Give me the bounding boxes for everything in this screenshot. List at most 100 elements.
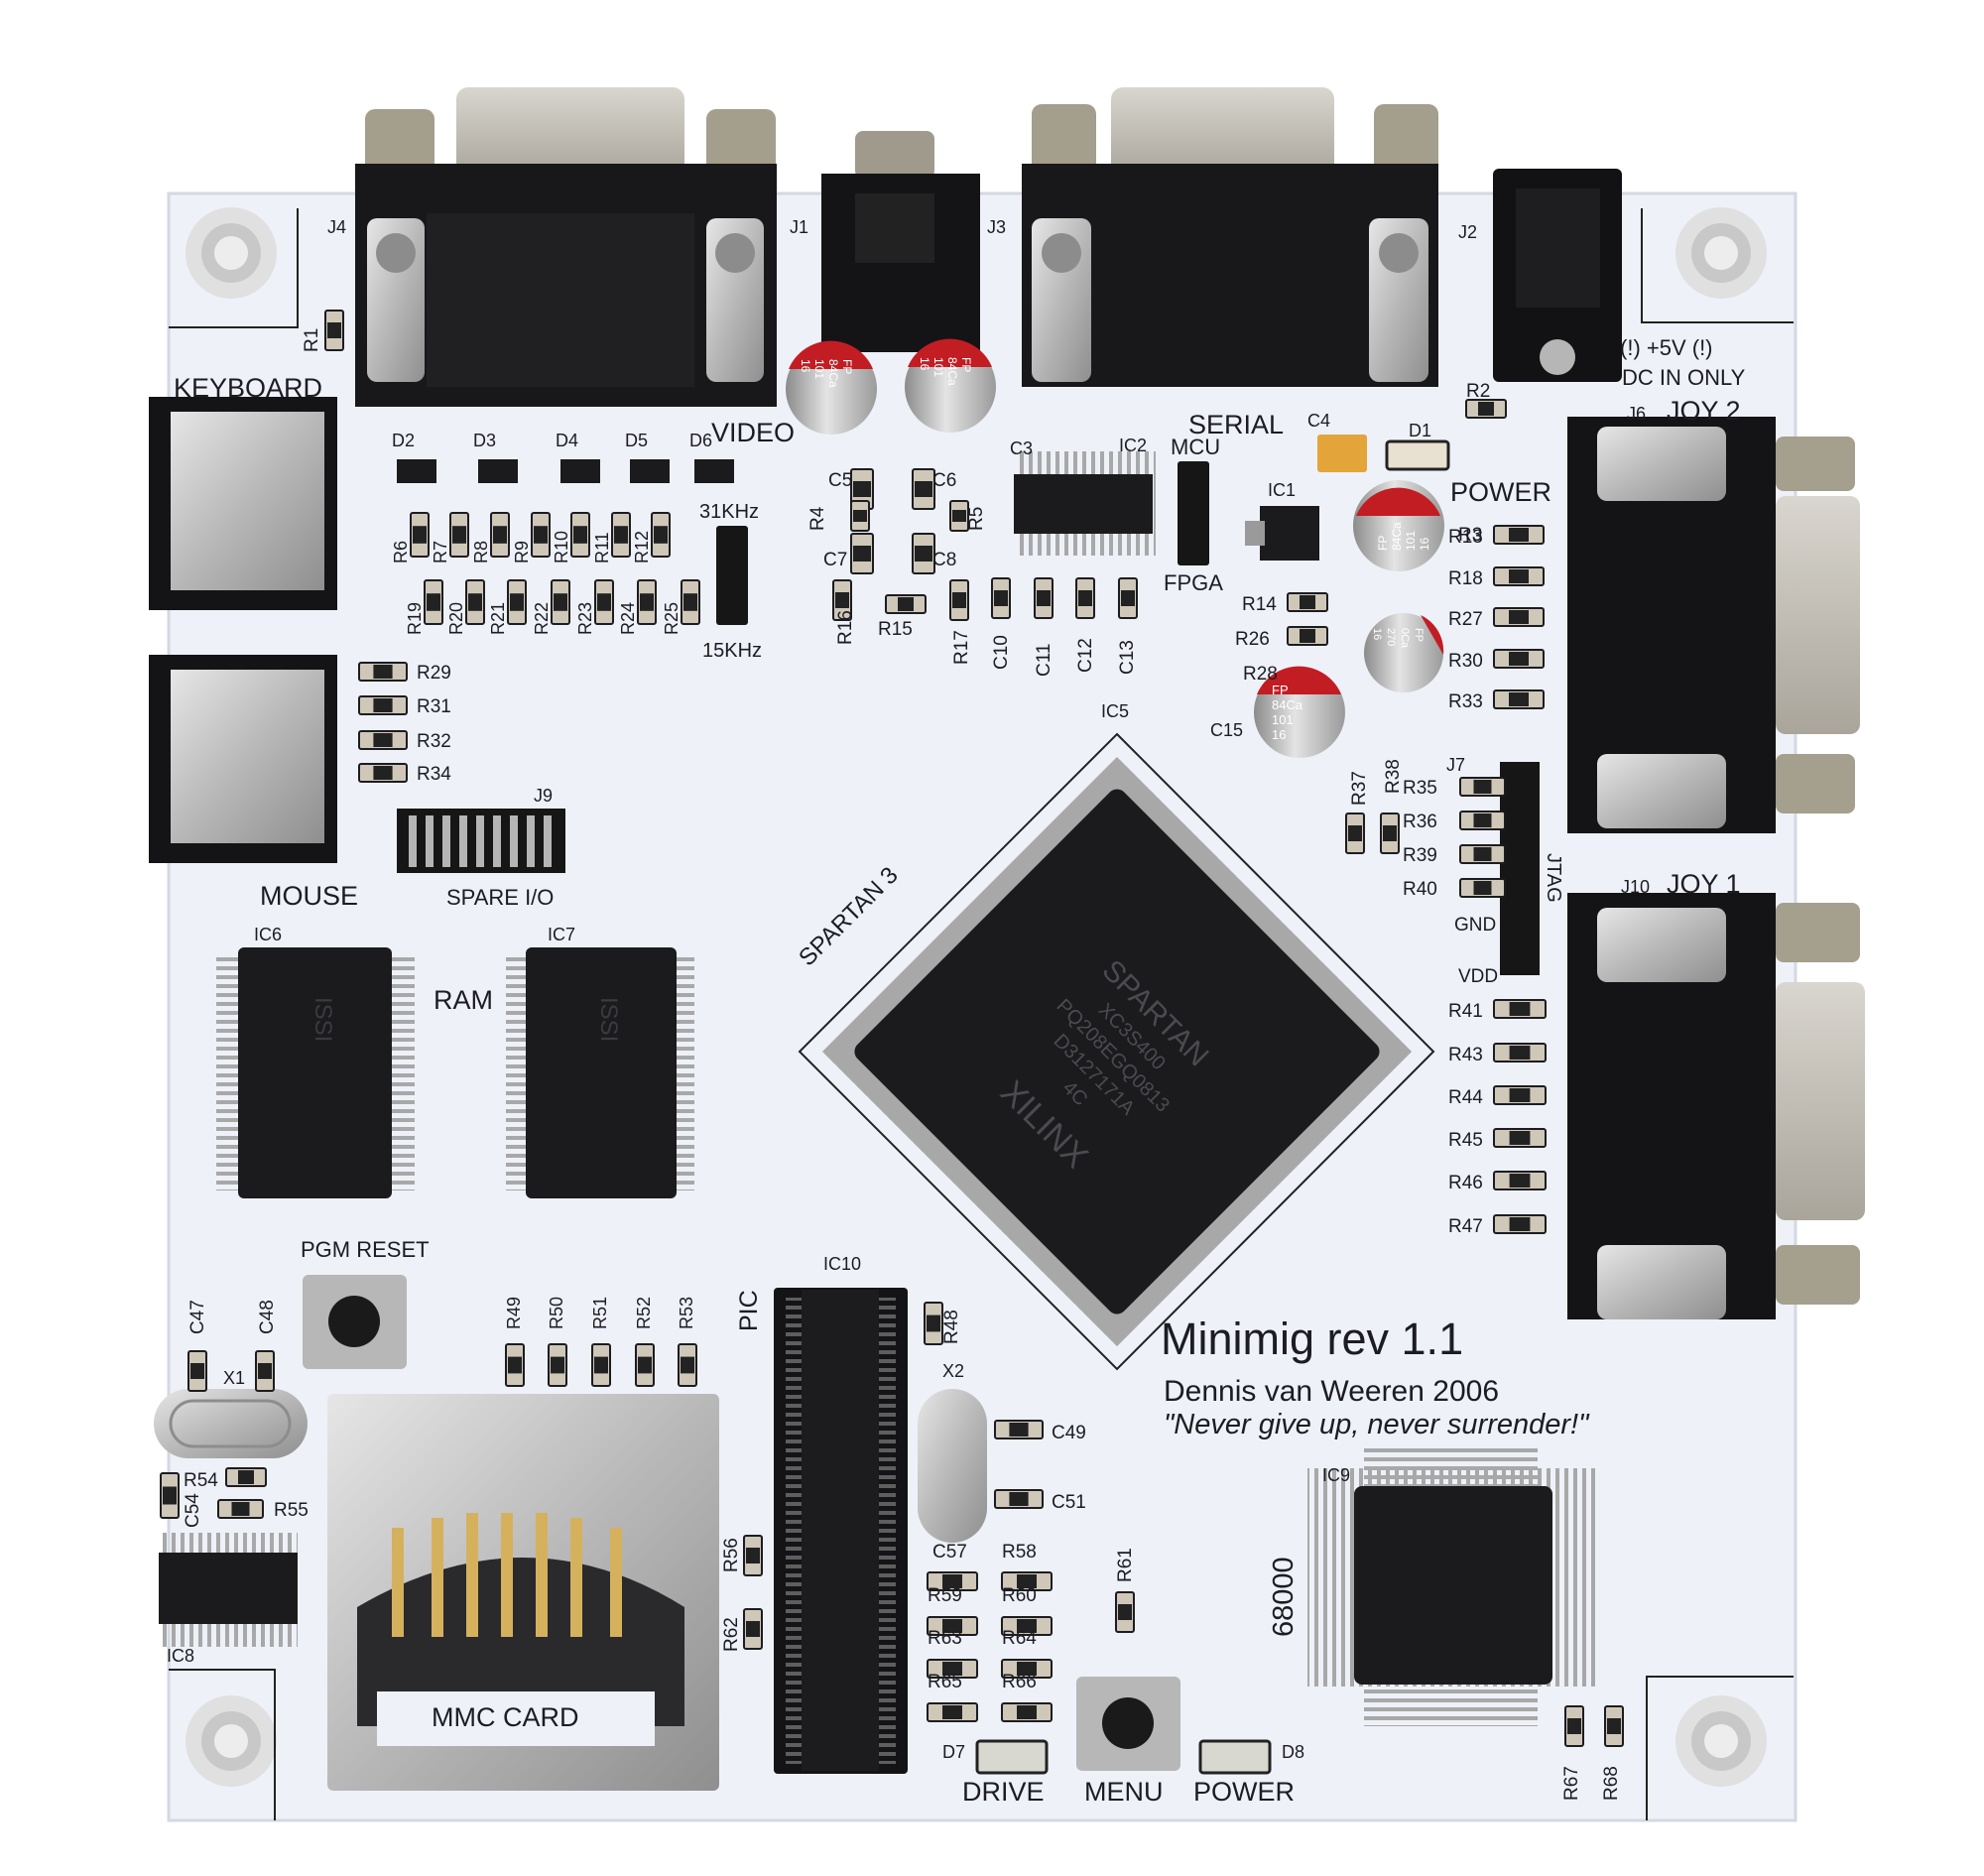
resistor-r45-body [1509, 1131, 1531, 1145]
label-mmc-card: MMC CARD [432, 1702, 579, 1732]
label-r37: R37 [1349, 771, 1370, 806]
jumper-31khz-15khz[interactable] [716, 526, 748, 625]
label-power-warning-1: (!) +5V (!) [1620, 335, 1713, 360]
joy1-connector [1567, 893, 1865, 1319]
label-d2: D2 [392, 431, 415, 450]
cap-marking: 84Ca [945, 357, 959, 386]
part-r61-body [1118, 1604, 1132, 1620]
jumper-mcu-fpga[interactable] [1178, 461, 1209, 565]
part-r68-body [1607, 1718, 1621, 1734]
resistor-r44-body [1509, 1088, 1531, 1102]
label-r11: R11 [592, 532, 612, 563]
label-r20: R20 [446, 602, 466, 635]
label-r63: R63 [928, 1628, 962, 1649]
cap-marking: 84Ca [826, 359, 840, 388]
label-r18: R18 [1448, 568, 1483, 589]
label-video: VIDEO [711, 418, 795, 447]
part-c11-body [1037, 590, 1051, 606]
j3-serial-connector [1022, 87, 1438, 387]
label-r3: R3 [1458, 525, 1482, 546]
j2-dc-jack [1493, 169, 1622, 382]
label-r44: R44 [1448, 1087, 1483, 1108]
label-r67: R67 [1561, 1766, 1582, 1801]
label-r17: R17 [951, 630, 972, 665]
label-power-led: POWER [1193, 1777, 1295, 1807]
cap-marking: 101 [931, 357, 945, 377]
label-r50: R50 [547, 1297, 566, 1329]
label-r35: R35 [1403, 778, 1437, 799]
label-r4: R4 [807, 506, 828, 531]
label-power-warning-2: DC IN ONLY [1622, 365, 1746, 390]
part-r65-body [942, 1705, 962, 1719]
label-mcu: MCU [1171, 435, 1220, 459]
label-ic5: IC5 [1101, 701, 1129, 721]
cap-marking: 101 [1272, 712, 1294, 727]
menu-button[interactable] [1076, 1677, 1180, 1771]
label-j1: J1 [790, 217, 808, 237]
part-r26-body [1300, 629, 1315, 643]
diode-d6 [694, 459, 734, 483]
cap-marking: 84Ca [1272, 697, 1303, 712]
resistor-r53-body [681, 1356, 694, 1374]
label-joy2: JOY 2 [1667, 396, 1741, 426]
label-r39: R39 [1403, 845, 1437, 866]
cap-marking: FP [959, 357, 973, 372]
part-r1-body [327, 322, 341, 338]
j1-audio-jack [821, 131, 980, 352]
label-ic2: IC2 [1119, 436, 1147, 455]
label-menu: MENU [1084, 1777, 1164, 1807]
label-d1: D1 [1409, 421, 1431, 440]
cap-marking: FP [1413, 628, 1425, 642]
ram-chip-ic7 [506, 947, 694, 1198]
part-r67-body [1567, 1718, 1581, 1734]
part-c13-body [1121, 590, 1135, 606]
label-r12: R12 [632, 531, 652, 563]
label-r65: R65 [928, 1672, 962, 1692]
part-r5-body [952, 510, 966, 522]
label-d8: D8 [1282, 1742, 1304, 1762]
label-r10: R10 [552, 531, 571, 563]
resistor-r47-body [1509, 1217, 1531, 1231]
part-c57-body [942, 1574, 962, 1588]
label-r55: R55 [274, 1500, 309, 1521]
label-r7: R7 [431, 541, 450, 563]
label-d6: D6 [689, 431, 712, 450]
resistor-r9-body [534, 526, 548, 544]
part-r66-body [1017, 1705, 1037, 1719]
resistor-r8-body [493, 526, 507, 544]
label-31khz: 31KHz [699, 501, 759, 523]
part-r37-body [1348, 825, 1362, 841]
label-r62: R62 [721, 1617, 742, 1652]
resistor-r43-body [1509, 1046, 1531, 1060]
resistor-r46-body [1509, 1174, 1531, 1188]
label-ic7: IC7 [548, 925, 575, 944]
part-r16-body [835, 592, 849, 608]
label-x1: X1 [223, 1368, 245, 1388]
resistor-r32-body [373, 733, 393, 747]
label-c7: C7 [823, 550, 847, 570]
label-j2: J2 [1458, 222, 1477, 242]
part-c10-body [994, 590, 1008, 606]
label-r16: R16 [835, 610, 856, 645]
diode-d4 [560, 459, 600, 483]
cap-marking: 16 [799, 359, 812, 373]
part-r2-body [1478, 402, 1494, 416]
ic1-regulator [1245, 506, 1319, 561]
label-r25: R25 [662, 602, 682, 635]
label-r45: R45 [1448, 1130, 1483, 1151]
label-d4: D4 [556, 431, 578, 450]
pgm-reset-button[interactable] [303, 1275, 407, 1369]
label-r43: R43 [1448, 1045, 1483, 1065]
label-r33: R33 [1448, 691, 1483, 712]
label-r28: R28 [1243, 664, 1278, 685]
cap-marking: 101 [1404, 531, 1418, 551]
resistor-r6-body [413, 526, 427, 544]
label-r58: R58 [1002, 1542, 1037, 1563]
label-r40: R40 [1403, 879, 1437, 900]
resistor-r31-body [373, 698, 393, 712]
label-68000: 68000 [1268, 1557, 1300, 1637]
label-r59: R59 [928, 1585, 962, 1606]
mounting-holes [169, 207, 1794, 1820]
